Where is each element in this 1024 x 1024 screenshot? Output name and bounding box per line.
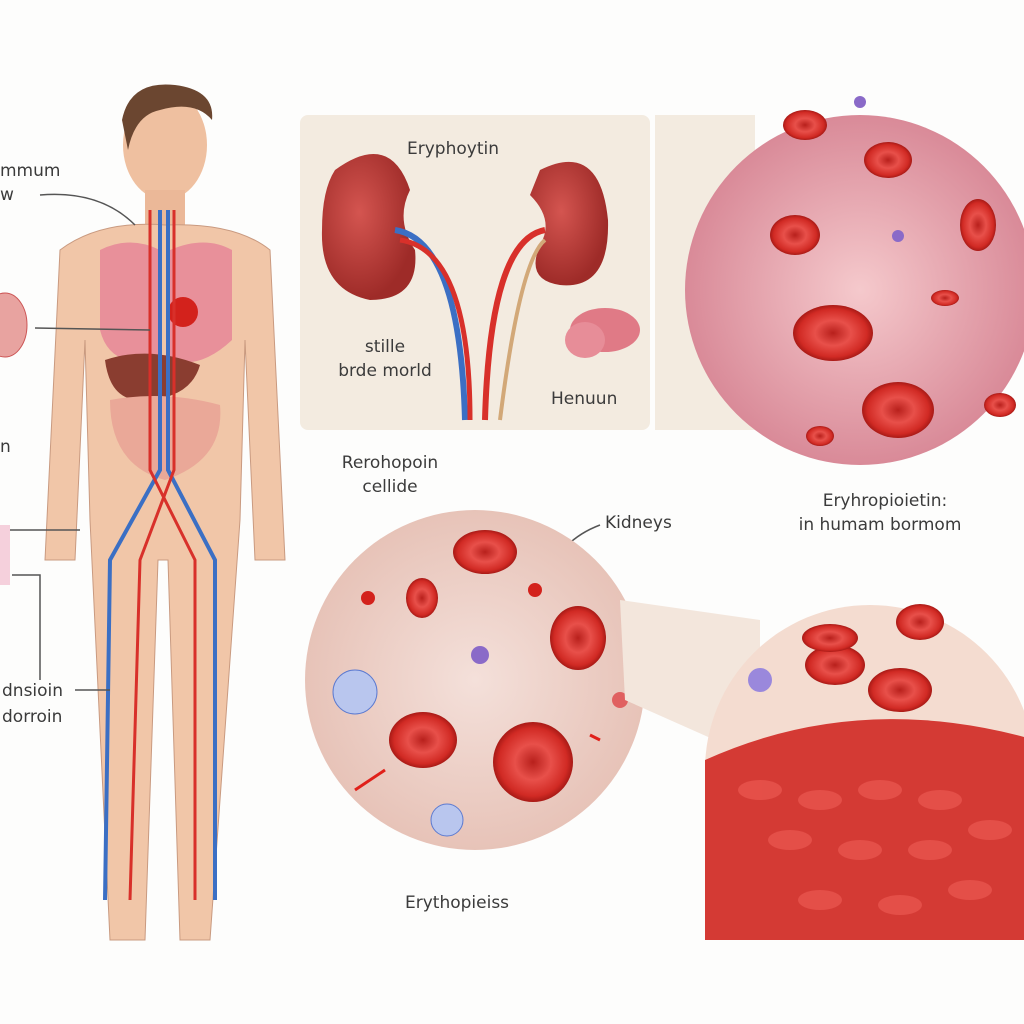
tissue-inset — [0, 292, 28, 358]
label-mid-left: n — [0, 437, 11, 457]
label-top-left-1: mmum — [0, 161, 61, 181]
label-bottom-left-2: dorroin — [2, 707, 63, 727]
blood-tissue-circle — [685, 96, 1024, 465]
red-blood-cells-circle — [620, 600, 1024, 940]
erythropoiesis-circle — [305, 510, 645, 850]
label-right-caption-1: Eryhropioietin: — [822, 491, 948, 511]
label-right-caption-2: in humam bormom — [798, 515, 962, 535]
label-below-kidney-2: cellide — [362, 477, 418, 497]
label-kidney-left-1: stille — [364, 337, 406, 357]
label-kidneys: Kidneys — [605, 513, 672, 533]
label-kidney-right: Henuun — [551, 389, 618, 409]
label-below-kidney-1: Rerohopoin — [341, 453, 439, 473]
tissue-inset — [0, 525, 10, 585]
label-kidney-title: Eryphoytin — [407, 139, 499, 159]
label-kidney-left-2: brde morld — [338, 361, 432, 381]
label-bottom-caption: Erythopieiss — [405, 893, 510, 913]
label-bottom-left-1: dnsioin — [2, 681, 64, 701]
human-body — [44, 84, 286, 941]
label-top-left-2: w — [0, 185, 14, 205]
